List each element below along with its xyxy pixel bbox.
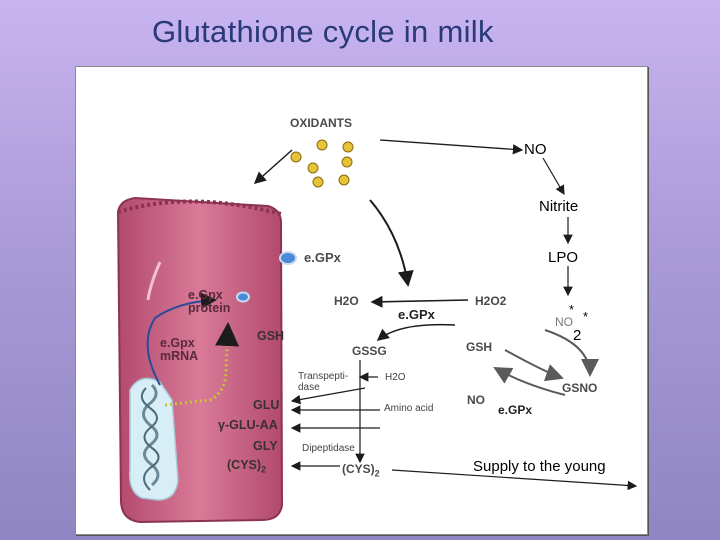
no-faded-label: NO bbox=[555, 315, 573, 329]
lpo-label: LPO bbox=[548, 249, 578, 266]
arrow-oxidants-to-cell bbox=[255, 150, 292, 183]
h2o-mid-label: H2O bbox=[385, 372, 406, 383]
h2o2-label: H2O2 bbox=[475, 294, 506, 308]
nitrite-label: Nitrite bbox=[539, 198, 578, 215]
star-a-label: * bbox=[569, 302, 574, 317]
glu-label: GLU bbox=[253, 398, 279, 412]
egpx-mrna-label: e.Gpx mRNA bbox=[160, 337, 198, 363]
no-label: NO bbox=[524, 141, 547, 158]
star-b-label: * bbox=[583, 309, 588, 324]
oxidant-molecules bbox=[291, 140, 353, 187]
supply-label: Supply to the young bbox=[473, 458, 606, 475]
arrow-oxidants-to-egpx bbox=[370, 200, 408, 285]
gssg-label: GSSG bbox=[352, 344, 387, 358]
no-bottom-label: NO bbox=[467, 393, 485, 407]
two-label: 2 bbox=[573, 327, 581, 344]
egpx-granule bbox=[280, 252, 296, 264]
gsh-cell-label: GSH bbox=[257, 329, 284, 343]
egpx-bottom-label: e.GPx bbox=[498, 403, 532, 417]
gamma-glu-aa-label: γ-GLU-AA bbox=[218, 418, 278, 432]
egpx-protein-label: e.Gpx protein bbox=[188, 289, 230, 315]
oxidants-label: OXIDANTS bbox=[290, 116, 352, 130]
amino-acid-label: Amino acid bbox=[384, 403, 433, 414]
arrow-no-to-gsno bbox=[545, 330, 590, 375]
gsno-label: GSNO bbox=[562, 381, 597, 395]
gly-label: GLY bbox=[253, 439, 278, 453]
cys-bottom-label: (CYS)2 bbox=[342, 462, 380, 478]
transpeptidase-label: Transpepti- dase bbox=[298, 371, 348, 393]
arrow-gsh-to-gsno bbox=[505, 350, 562, 378]
egpx-protein-dot bbox=[237, 293, 249, 302]
arrow-gsh-to-gssg bbox=[378, 325, 455, 340]
cys-cell-label: (CYS)2 bbox=[227, 458, 266, 475]
egpx-center-label: e.GPx bbox=[398, 307, 435, 322]
arrow-oxidants-no bbox=[380, 140, 522, 150]
h2o-left-label: H2O bbox=[334, 294, 359, 308]
egpx-top-label: e.GPx bbox=[304, 250, 341, 265]
dipeptidase-label: Dipeptidase bbox=[302, 443, 355, 454]
arrow-h2o2-to-h2o bbox=[372, 300, 468, 302]
arrow-no-to-nitrite bbox=[543, 158, 564, 194]
gsh-right-label: GSH bbox=[466, 340, 492, 354]
arrow-gsno-to-no bbox=[495, 368, 565, 395]
